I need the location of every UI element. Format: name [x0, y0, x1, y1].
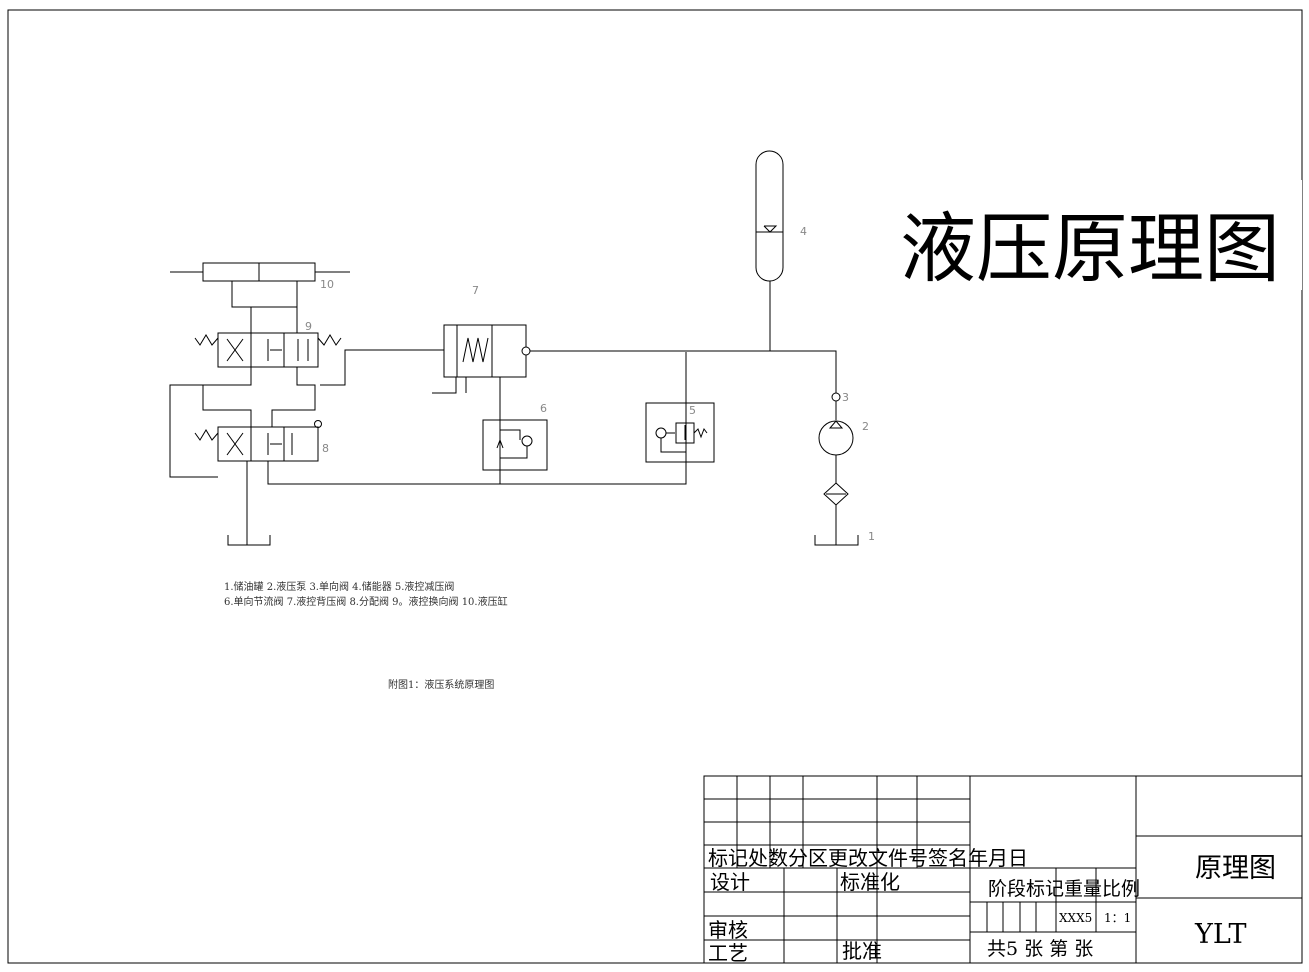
label-10: 10	[320, 278, 334, 291]
label-6: 6	[540, 402, 547, 415]
directional-valve-9	[194, 307, 342, 368]
label-1: 1	[868, 530, 875, 543]
label-7: 7	[472, 284, 479, 297]
left-tank	[227, 352, 687, 546]
tb-drawing-code: YLT	[1194, 919, 1247, 950]
legend-line-1: 1.储油罐 2.液压泵 3.单向阀 4.储能器 5.液控减压阀	[224, 580, 454, 593]
tb-drawing-name: 原理图	[1195, 853, 1276, 884]
legend-line-2: 6.单向节流阀 7.液控背压阀 8.分配阀 9。液控换向阀 10.液压缸	[224, 595, 508, 608]
tb-review: 审核	[708, 918, 748, 942]
label-4: 4	[800, 225, 807, 238]
title-clip-mask	[1294, 180, 1302, 290]
filter-and-tank-1	[814, 482, 859, 546]
title-block	[703, 775, 1303, 964]
tb-weight: XXX5	[1059, 911, 1092, 925]
label-3: 3	[842, 391, 849, 404]
label-2: 2	[862, 420, 869, 433]
tb-design: 设计	[710, 870, 750, 894]
pressure-line	[770, 350, 837, 393]
valve-connections	[169, 349, 444, 478]
tb-process: 工艺	[708, 941, 748, 965]
accumulator-4	[755, 150, 784, 351]
throttle-valve-6	[482, 419, 548, 471]
tb-header-row: 标记处数分区更改文件号签名年月日	[708, 846, 1028, 870]
tb-scale: 1：1	[1104, 911, 1131, 925]
figure-caption: 附图1：液压系统原理图	[388, 678, 494, 691]
label-9: 9	[305, 320, 312, 333]
check-valve-3	[831, 392, 841, 420]
tb-standardization: 标准化	[840, 870, 900, 894]
back-pressure-valve-7	[432, 324, 770, 484]
tb-stage-row: 阶段标记重量比例	[988, 878, 1140, 900]
tb-sheets-row: 共5 张 第 张	[987, 938, 1093, 960]
label-8: 8	[322, 442, 329, 455]
label-5: 5	[689, 404, 696, 417]
reducing-valve-5	[645, 402, 715, 463]
distribution-valve-8	[194, 420, 322, 462]
tb-approve: 批准	[842, 939, 882, 963]
big-title: 液压原理图	[900, 204, 1280, 293]
drawing-frame	[7, 9, 1303, 964]
hydraulic-pump-2	[818, 420, 854, 483]
hydraulic-cylinder-10	[170, 262, 350, 308]
